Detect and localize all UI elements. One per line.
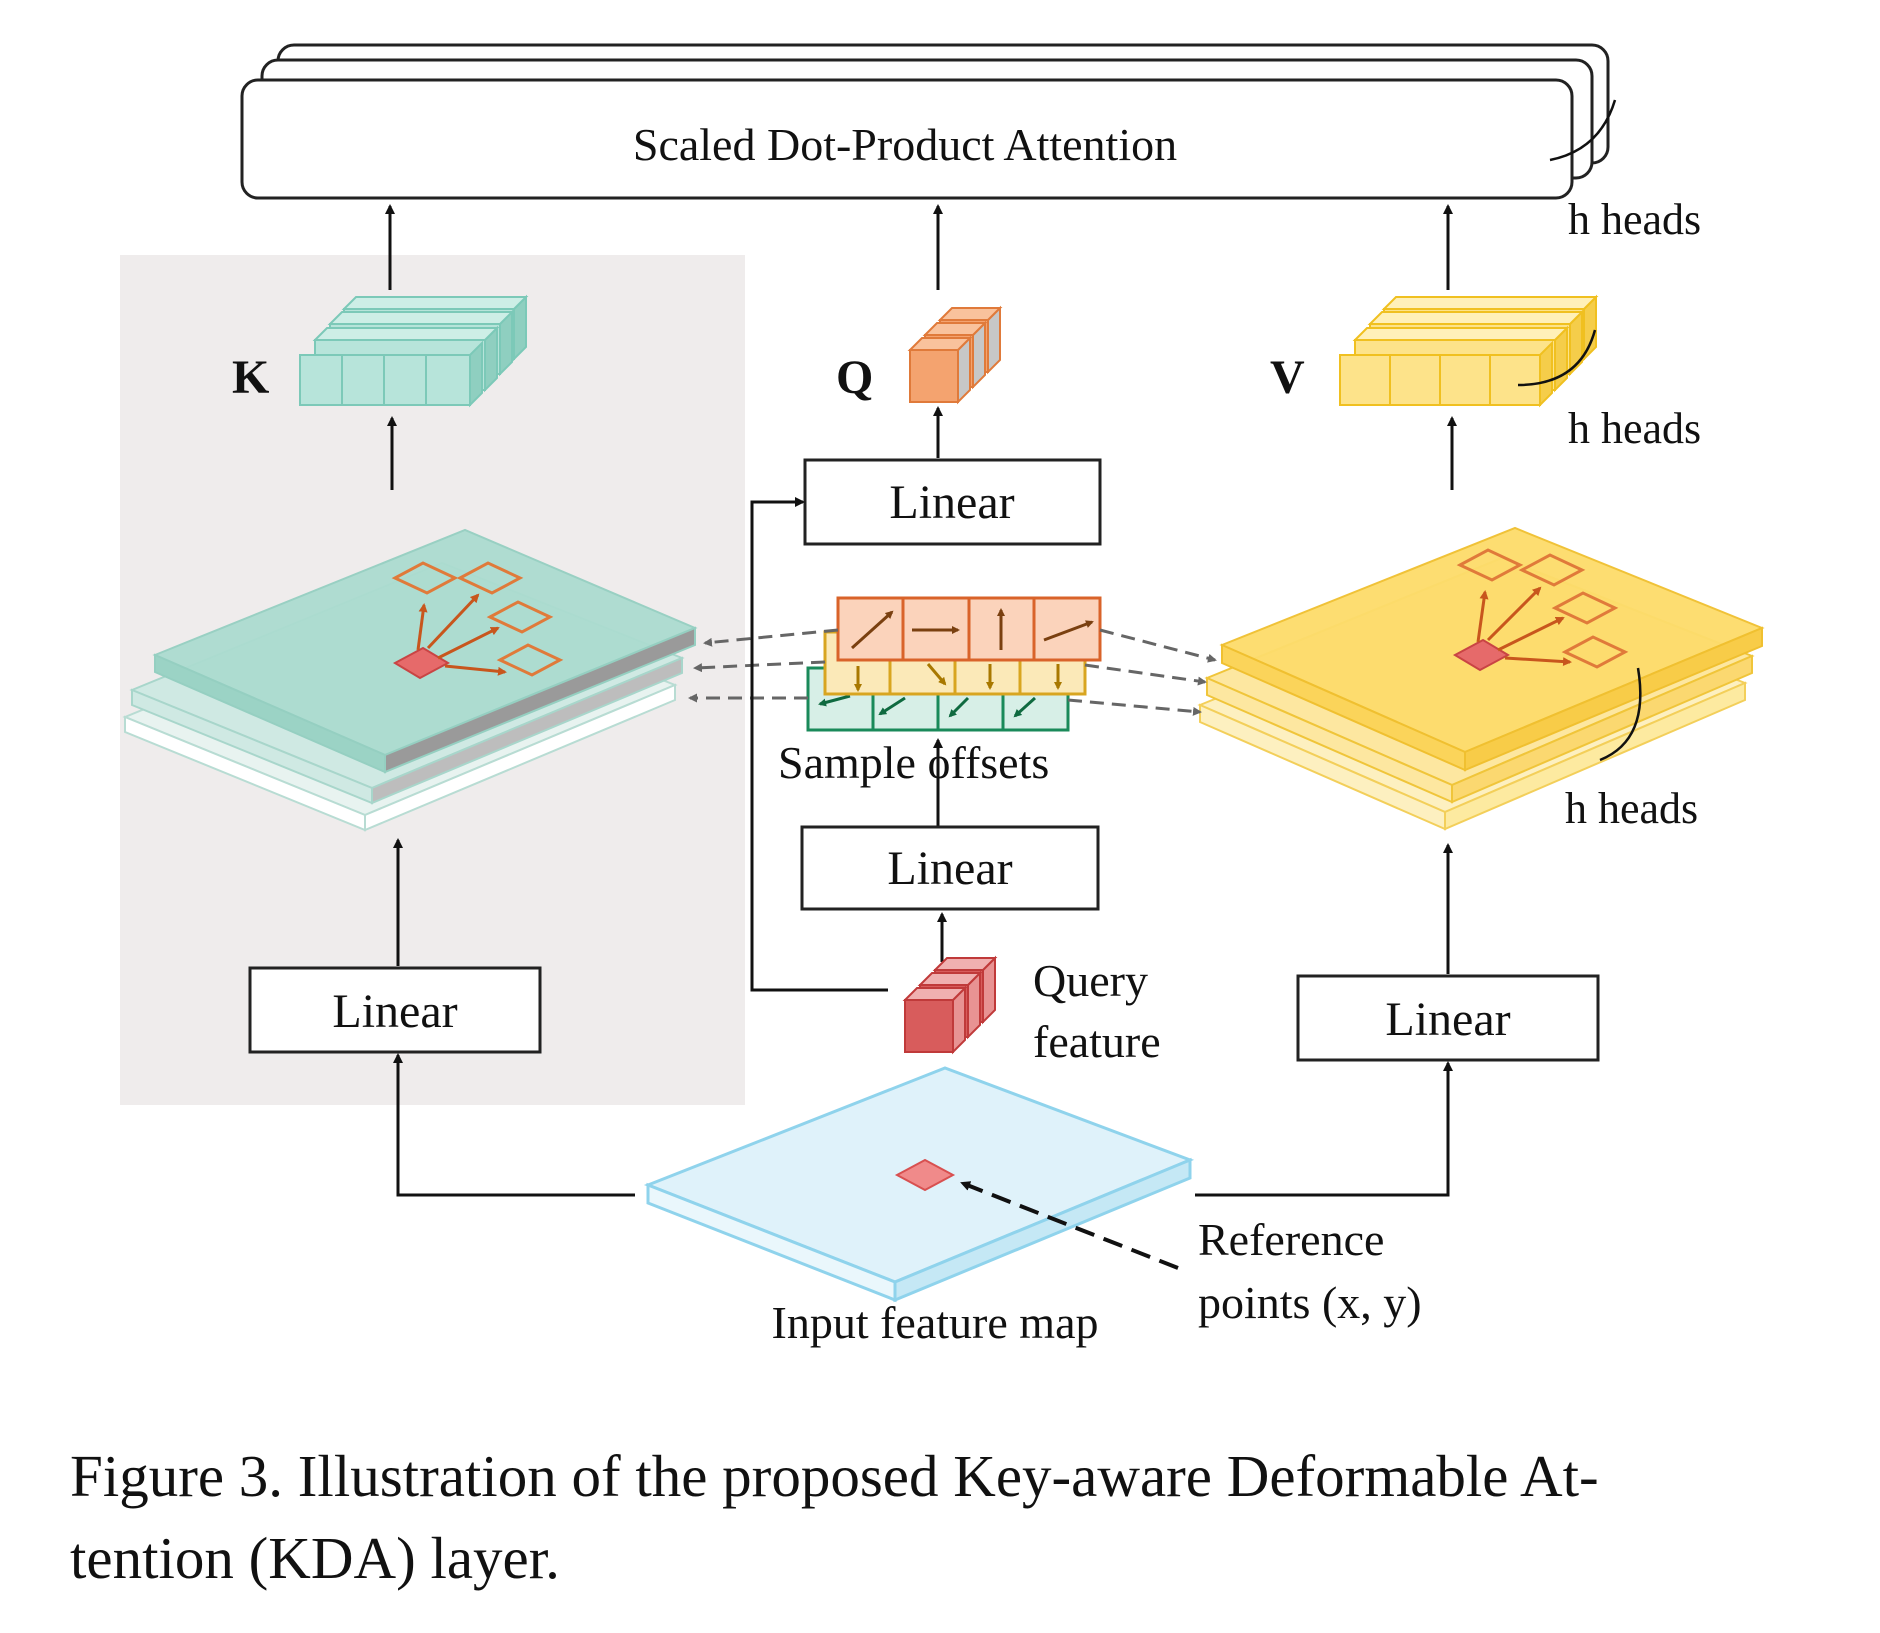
input-to-k-linear-connector: [393, 1053, 635, 1197]
v-maps-heads-label: h heads: [1565, 784, 1698, 833]
k-linear-label: Linear: [332, 985, 457, 1038]
caption-line-1: Figure 3. Illustration of the proposed K…: [70, 1443, 1599, 1509]
q-linear-label: Linear: [889, 476, 1014, 529]
offset-arrows-yellow: [854, 663, 1062, 692]
sample-offsets-label: Sample offsets: [778, 737, 1049, 788]
v-feature-maps: [1197, 526, 1765, 831]
query-to-q-linear-connector: [750, 497, 888, 992]
attention-label: Scaled Dot-Product Attention: [633, 119, 1177, 170]
offset-grid-orange: [836, 596, 1102, 662]
v-vectors-heads-label: h heads: [1568, 404, 1701, 453]
query-feature-icon: [902, 955, 998, 1055]
k-label: K: [232, 351, 269, 404]
input-feature-map-label: Input feature map: [772, 1297, 1099, 1348]
attention-block: [240, 43, 1617, 200]
v-label: V: [1270, 351, 1305, 404]
v-vectors-icon: [1339, 294, 1599, 408]
offset-arrows-green: [818, 694, 1037, 718]
input-to-v-linear-connector: [1195, 1061, 1453, 1197]
query-feature-label-1: Query: [1033, 955, 1148, 1006]
q-linear-box: [803, 458, 1102, 546]
reference-points-arrow: [960, 1181, 1179, 1270]
reference-point-marker: [894, 1158, 956, 1192]
k-linear-box: [248, 966, 542, 1054]
figure-caption: Figure 3. Illustration of the proposed K…: [70, 1435, 1830, 1599]
offset-to-k-dashed-arrows: [688, 628, 839, 703]
offsets-linear-label: Linear: [887, 842, 1012, 895]
v-heads-brace: [1517, 329, 1597, 387]
v-linear-label: Linear: [1385, 993, 1510, 1046]
reference-points-label-2: points (x, y): [1198, 1277, 1422, 1328]
q-vectors-icon: [907, 305, 1003, 405]
k-feature-maps: [122, 528, 698, 832]
q-label: Q: [836, 351, 873, 404]
v-maps-heads-brace: [1599, 667, 1642, 762]
offset-arrows-orange: [850, 608, 1094, 650]
v-linear-box: [1296, 974, 1600, 1062]
caption-line-2: tention (KDA) layer.: [70, 1525, 560, 1591]
query-feature-label-2: feature: [1033, 1016, 1161, 1067]
k-sampling-points: [391, 561, 564, 680]
v-sampling-points: [1452, 548, 1629, 672]
reference-points-label-1: Reference: [1198, 1214, 1384, 1265]
k-vectors-icon: [299, 294, 529, 408]
offsets-linear-box: [800, 825, 1100, 911]
offset-to-v-dashed-arrows: [1067, 628, 1217, 716]
attention-heads-label: h heads: [1568, 195, 1701, 244]
